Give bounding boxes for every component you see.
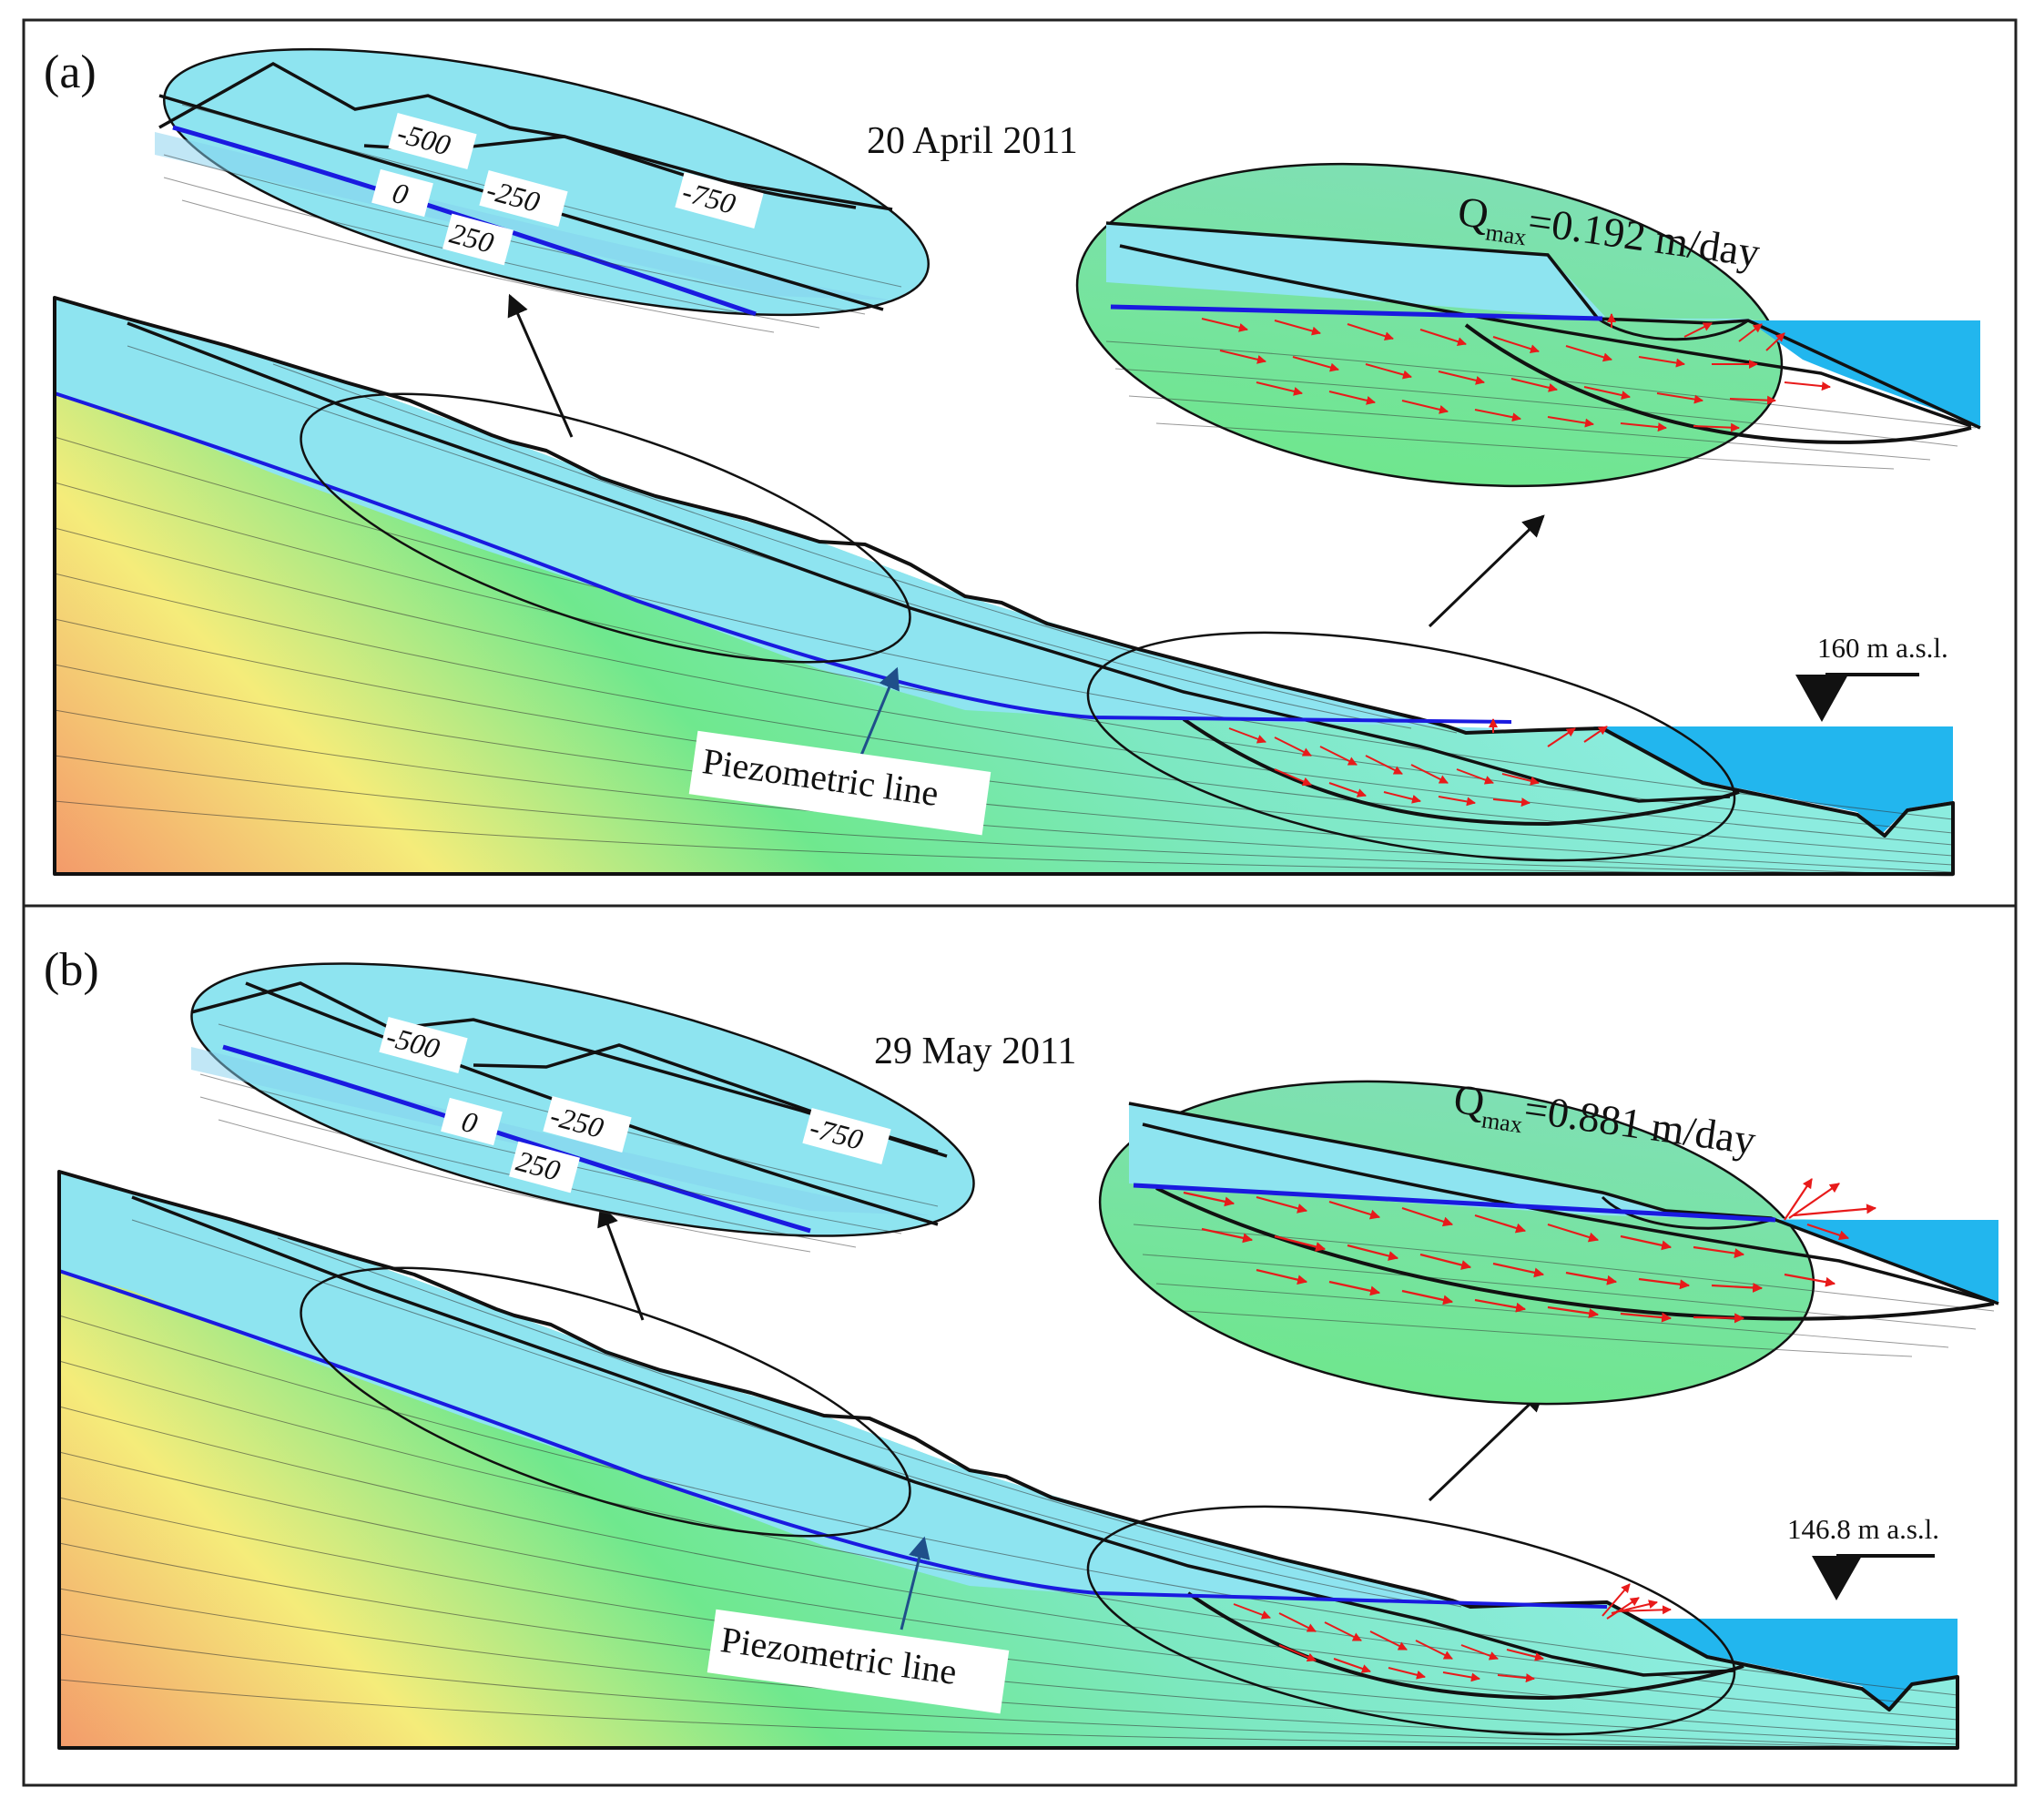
panel-b-unsaturated-zone xyxy=(59,1172,1507,1607)
panel-a-water-level-triangle xyxy=(1795,675,1848,722)
panel-a-label: (a) xyxy=(44,46,97,98)
panel-a-water-level-label: 160 m a.s.l. xyxy=(1817,632,1948,664)
panel-a-ground-body xyxy=(55,298,1953,874)
panel-a-date: 20 April 2011 xyxy=(867,120,1078,162)
panel-b-frame xyxy=(22,904,2018,1787)
panel-b-inset-lower: Qmax=0.881 m/day xyxy=(1098,1075,1999,1406)
panel-a-ellipse-lower xyxy=(1086,631,1736,862)
panel-a-flow-vectors xyxy=(1228,718,1608,808)
panel-a-piezometric-label-box xyxy=(688,730,991,836)
panel-b-label: (b) xyxy=(44,944,99,996)
panel-a-zoom-arrow-upper xyxy=(507,293,574,438)
panel-b-ellipse-lower xyxy=(1086,1505,1736,1736)
panel-a-cross-section: Piezometric line 160 m a.s.l. xyxy=(53,293,1955,877)
panel-a-ground-surface xyxy=(53,296,1955,876)
panel-b-flow-vectors xyxy=(1233,1583,1672,1683)
panel-b-date: 29 May 2011 xyxy=(874,1031,1076,1072)
panel-b-piezometric-pointer xyxy=(900,1536,930,1630)
panel-a-equipotential-lines xyxy=(54,345,1954,877)
panel-a-sliding-mass xyxy=(1182,717,1740,827)
panel-b-piezometric-label-box xyxy=(707,1609,1010,1714)
panel-a-inset-upper: -500 0 -250 250 -750 xyxy=(155,47,930,333)
panel-b: Piezometric line 146.8 m a.s.l. -500 xyxy=(44,944,1999,1750)
panel-a-reservoir xyxy=(1593,726,1953,833)
panel-b-inset-upper: -500 0 -250 250 -750 xyxy=(190,962,975,1253)
panel-b-ground-surface xyxy=(57,1170,1959,1750)
panel-a-piezometric-pointer xyxy=(859,666,900,758)
panel-b-water-level-marker: 146.8 m a.s.l. xyxy=(1787,1513,1939,1600)
panel-a-inset-flow-vectors xyxy=(1201,313,1831,432)
panel-b-zoom-arrow-lower xyxy=(1428,1389,1545,1502)
panel-a: Piezometric line 160 m a.s.l. -500 xyxy=(44,46,1981,877)
panel-a-piezometric-line xyxy=(54,391,1512,724)
panel-b-ellipse-upper xyxy=(300,1266,911,1538)
panel-b-inset-flow-vectors xyxy=(1183,1178,1877,1324)
panel-a-water-level-marker: 160 m a.s.l. xyxy=(1795,632,1948,722)
panel-b-piezometric-line xyxy=(58,1269,1608,1609)
panel-a-zoom-arrow-lower xyxy=(1428,514,1545,628)
panel-a-ellipse-upper xyxy=(300,392,911,664)
panel-a-slide-surface xyxy=(127,321,1731,803)
panel-a-inset-lower: Qmax=0.192 m/day xyxy=(1075,162,1981,488)
panel-b-cross-section: Piezometric line 146.8 m a.s.l. xyxy=(57,1170,1959,1750)
panel-b-water-level-label: 146.8 m a.s.l. xyxy=(1787,1513,1939,1545)
panel-b-ground-body xyxy=(59,1172,1958,1748)
panel-b-water-level-triangle xyxy=(1812,1556,1862,1600)
panel-b-zoom-arrow-upper xyxy=(597,1204,645,1321)
panel-b-slide-surface xyxy=(131,1195,1735,1677)
